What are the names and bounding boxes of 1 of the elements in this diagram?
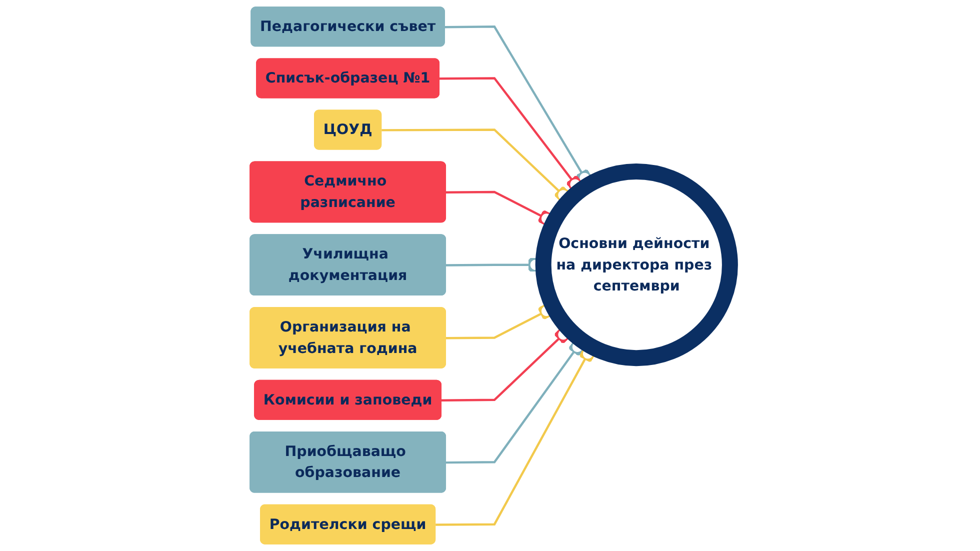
- node-circle: Основни дейности на директора през септември: [535, 164, 738, 366]
